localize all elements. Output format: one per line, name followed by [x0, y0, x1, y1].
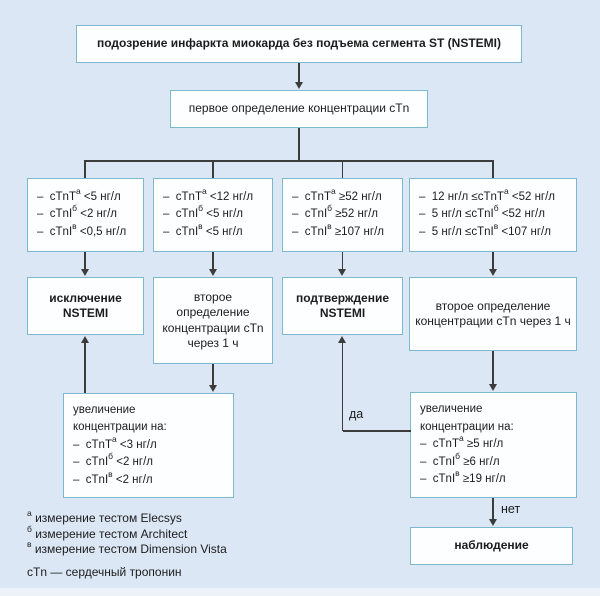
arrowhead-down-icon [80, 269, 89, 276]
arrowhead-down-icon [338, 269, 346, 276]
arrowhead-down-icon [488, 384, 497, 391]
arrowhead-up-icon [338, 336, 346, 343]
footnote-abbreviation: cTn — сердечный тропонин [27, 564, 182, 579]
arrowhead-down-icon [488, 519, 497, 526]
connector-yes-horizontal [342, 430, 411, 432]
branch-horizontal-line [85, 160, 493, 162]
arrowhead-up-icon [80, 336, 89, 343]
connector-col4 [492, 252, 494, 269]
edge-label-no: нет [501, 502, 521, 516]
criteria-intermediate: – 12 нг/л ≤cTnTа <52 нг/л– 5 нг/л ≤cTnIб… [409, 178, 577, 252]
arrowhead-down-icon [488, 269, 497, 276]
connector-delta-low-to-ruleout [84, 343, 86, 393]
node-first-troponin-test: первое определение концентрации cTn [170, 90, 428, 128]
node-suspected-nstemi: подозрение инфаркта миокарда без подъема… [76, 25, 522, 63]
connector-first-to-branch [298, 128, 300, 161]
node-confirm-nstemi: подтверждение NSTEMI [282, 277, 403, 335]
branch-stub-col1 [84, 160, 86, 178]
arrowhead-down-icon [208, 385, 217, 392]
arrowhead-down-icon [208, 269, 217, 276]
criteria-rule-out: – cTnTа <5 нг/л– cTnIб <2 нг/л– cTnIв <0… [27, 178, 144, 252]
node-rule-out-nstemi: исключение NSTEMI [27, 277, 144, 335]
connector-start-to-first [298, 63, 300, 82]
branch-stub-col4 [492, 160, 494, 178]
connector-col2-to-delta-low [212, 364, 214, 385]
arrowhead-down-icon [294, 82, 303, 89]
connector-no [492, 498, 494, 519]
branch-stub-col2 [212, 160, 214, 178]
connector-yes-vertical [341, 343, 344, 431]
connector-col3 [341, 252, 344, 269]
connector-col1 [84, 252, 86, 269]
connector-col4-to-delta-high [492, 351, 494, 384]
edge-label-yes: да [349, 407, 364, 421]
criteria-low: – cTnTа <12 нг/л– cTnIб <5 нг/л– cTnIв <… [153, 178, 273, 252]
page-bottom-margin [0, 588, 600, 596]
branch-stub-col3 [341, 160, 344, 178]
criteria-high: – cTnTа ≥52 нг/л– cTnIб ≥52 нг/л– cTnIв … [282, 178, 403, 252]
connector-col2 [212, 252, 214, 269]
node-observation: наблюдение [410, 527, 573, 565]
node-second-test-col2: второе определение концентрации cTn чере… [153, 277, 273, 364]
node-second-test-col4: второе определение концентрации cTn чере… [409, 277, 577, 351]
